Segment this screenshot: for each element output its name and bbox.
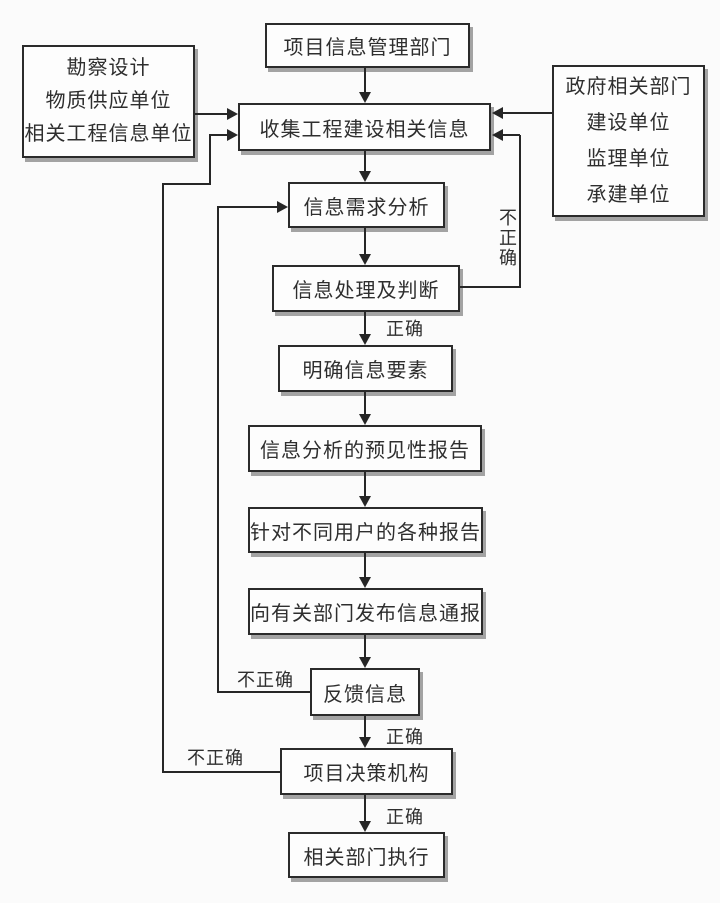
node-right-sources: 政府相关部门 建设单位 监理单位 承建单位 bbox=[552, 65, 705, 217]
connector-feedback-incorrect-top bbox=[219, 206, 277, 208]
connector-userreports-to-notice bbox=[364, 553, 366, 578]
connector-leftsources-to-collect bbox=[195, 113, 227, 115]
arrowhead-down-icon bbox=[359, 496, 371, 507]
arrowhead-left-icon bbox=[492, 129, 503, 141]
node-label: 信息处理及判断 bbox=[292, 280, 440, 302]
connector-clarify-to-report bbox=[364, 392, 366, 415]
node-clarify-elements: 明确信息要素 bbox=[278, 345, 453, 392]
node-predictive-report: 信息分析的预见性报告 bbox=[248, 425, 482, 472]
edge-label-incorrect-decision: 不正确 bbox=[187, 748, 244, 768]
node-label: 项目决策机构 bbox=[303, 763, 430, 785]
connector-collect-to-demand bbox=[364, 151, 366, 172]
edge-label-correct-feedback: 正确 bbox=[386, 727, 424, 747]
arrowhead-down-icon bbox=[359, 254, 371, 265]
connector-decision-incorrect-v2 bbox=[209, 134, 211, 185]
edge-label-incorrect-feedback: 不正确 bbox=[237, 670, 294, 690]
connector-decision-incorrect-v bbox=[162, 183, 164, 773]
connector-judge-incorrect-v bbox=[519, 135, 521, 288]
arrowhead-down-icon bbox=[359, 171, 371, 182]
node-user-reports: 针对不同用户的各种报告 bbox=[248, 507, 483, 553]
connector-notice-to-feedback bbox=[364, 635, 366, 658]
node-label: 相关工程信息单位 bbox=[24, 123, 193, 145]
node-label: 政府相关部门 bbox=[565, 76, 692, 98]
connector-demand-to-judge bbox=[364, 228, 366, 255]
node-label: 建设单位 bbox=[586, 112, 671, 134]
arrowhead-down-icon bbox=[359, 821, 371, 832]
arrowhead-left-icon bbox=[492, 107, 503, 119]
connector-feedback-incorrect-bottom bbox=[218, 691, 310, 693]
node-label: 勘察设计 bbox=[66, 57, 151, 79]
connector-judge-incorrect-h bbox=[460, 286, 521, 288]
node-left-sources: 勘察设计 物质供应单位 相关工程信息单位 bbox=[22, 45, 195, 158]
node-process-judge: 信息处理及判断 bbox=[272, 265, 460, 312]
node-label: 信息需求分析 bbox=[303, 196, 430, 219]
node-label: 承建单位 bbox=[586, 184, 671, 206]
node-publish-notice: 向有关部门发布信息通报 bbox=[248, 588, 483, 635]
arrowhead-down-icon bbox=[359, 334, 371, 345]
connector-decision-incorrect-jog bbox=[162, 183, 211, 185]
arrowhead-right-icon bbox=[227, 108, 238, 120]
node-collect-info: 收集工程建设相关信息 bbox=[238, 103, 491, 151]
arrowhead-down-icon bbox=[359, 92, 371, 103]
connector-feedback-to-decision bbox=[364, 716, 366, 738]
node-label: 项目信息管理部门 bbox=[283, 37, 452, 59]
connector-judge-incorrect-top bbox=[503, 134, 520, 136]
node-label: 收集工程建设相关信息 bbox=[259, 118, 470, 141]
connector-feedback-incorrect-v bbox=[217, 206, 219, 693]
arrowhead-right-icon bbox=[227, 129, 238, 141]
node-label: 物质供应单位 bbox=[45, 90, 172, 112]
connector-report-to-userreports bbox=[364, 472, 366, 497]
connector-decision-to-execute bbox=[364, 795, 366, 822]
arrowhead-right-icon bbox=[277, 201, 288, 213]
node-label: 信息分析的预见性报告 bbox=[260, 440, 470, 462]
node-label: 明确信息要素 bbox=[302, 360, 429, 382]
node-label: 反馈信息 bbox=[323, 683, 407, 706]
edge-label-correct-judge: 正确 bbox=[386, 319, 424, 339]
connector-judge-to-clarify bbox=[364, 312, 366, 335]
node-label: 向有关部门发布信息通报 bbox=[250, 603, 481, 625]
arrowhead-down-icon bbox=[359, 414, 371, 425]
arrowhead-down-icon bbox=[359, 577, 371, 588]
connector-top-to-collect bbox=[364, 68, 366, 92]
edge-label-correct-decision: 正确 bbox=[386, 807, 424, 827]
arrowhead-down-icon bbox=[359, 737, 371, 748]
node-decision-body: 项目决策机构 bbox=[280, 748, 453, 795]
node-feedback: 反馈信息 bbox=[310, 668, 420, 716]
edge-label-incorrect-judge: 不正确 bbox=[497, 208, 517, 268]
connector-decision-incorrect-bottom bbox=[162, 771, 281, 773]
node-project-info-dept: 项目信息管理部门 bbox=[265, 23, 470, 68]
node-label: 监理单位 bbox=[586, 148, 671, 170]
node-demand-analysis: 信息需求分析 bbox=[288, 182, 445, 228]
arrowhead-down-icon bbox=[359, 657, 371, 668]
node-label: 相关部门执行 bbox=[303, 846, 430, 869]
node-label: 针对不同用户的各种报告 bbox=[250, 521, 481, 544]
connector-decision-incorrect-top bbox=[211, 134, 227, 136]
node-execute-depts: 相关部门执行 bbox=[288, 832, 445, 878]
connector-rightsources-to-collect bbox=[503, 112, 552, 114]
